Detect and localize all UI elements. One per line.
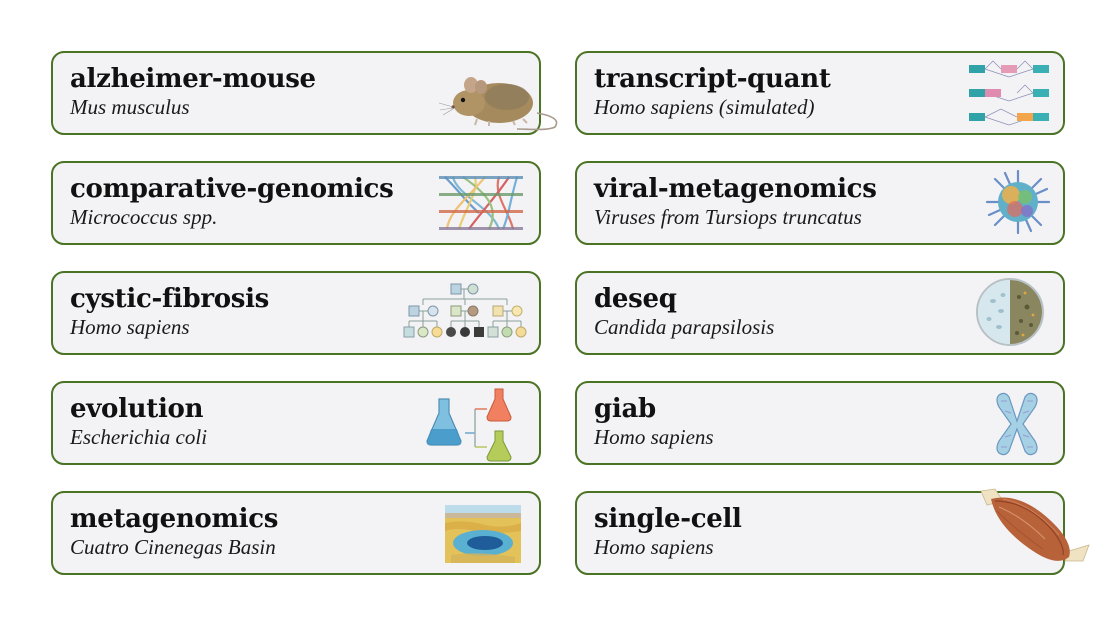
virus-icon bbox=[985, 169, 1051, 235]
dataset-card-cystic-fibrosis[interactable]: cystic-fibrosis Homo sapiens bbox=[51, 271, 541, 355]
card-title: transcript-quant bbox=[594, 64, 831, 94]
dataset-card-comparative-genomics[interactable]: comparative-genomics Micrococcus spp. bbox=[51, 161, 541, 245]
card-text: giab Homo sapiens bbox=[594, 393, 714, 449]
card-title: alzheimer-mouse bbox=[70, 64, 316, 94]
card-subtitle: Homo sapiens (simulated) bbox=[594, 95, 815, 119]
dataset-card-giab[interactable]: giab Homo sapiens bbox=[575, 381, 1065, 465]
card-title: single-cell bbox=[594, 504, 742, 534]
card-subtitle: Homo sapiens bbox=[594, 425, 714, 449]
card-subtitle: Escherichia coli bbox=[70, 425, 208, 449]
card-subtitle: Viruses from Tursiops truncatus bbox=[594, 205, 862, 229]
card-text: alzheimer-mouse Mus musculus bbox=[70, 63, 316, 119]
card-subtitle: Candida parapsilosis bbox=[594, 315, 775, 339]
muscle-tissue-icon bbox=[973, 487, 1091, 573]
dataset-card-single-cell[interactable]: single-cell Homo sapiens bbox=[575, 488, 1090, 575]
card-text: single-cell Homo sapiens bbox=[594, 503, 742, 559]
landscape-pool-icon bbox=[445, 505, 521, 563]
dataset-card-evolution[interactable]: evolution Escherichia coli bbox=[51, 381, 541, 465]
card-text: comparative-genomics Micrococcus spp. bbox=[70, 173, 394, 229]
flask-lineage-icon bbox=[426, 385, 519, 463]
dataset-card-deseq[interactable]: deseq Candida parapsilosis bbox=[575, 271, 1065, 355]
card-text: evolution Escherichia coli bbox=[70, 393, 207, 449]
card-text: transcript-quant Homo sapiens (simulated… bbox=[594, 63, 831, 119]
card-title: comparative-genomics bbox=[70, 174, 394, 204]
card-title: giab bbox=[594, 394, 656, 424]
pedigree-chart-icon bbox=[403, 283, 527, 341]
card-subtitle: Mus musculus bbox=[70, 95, 190, 119]
dataset-card-transcript-quant[interactable]: transcript-quant Homo sapiens (simulated… bbox=[575, 51, 1065, 135]
card-title: metagenomics bbox=[70, 504, 279, 534]
mouse-illustration-icon bbox=[437, 63, 561, 131]
card-text: metagenomics Cuatro Cinenegas Basin bbox=[70, 503, 278, 559]
card-text: deseq Candida parapsilosis bbox=[594, 283, 774, 339]
transcript-isoforms-icon bbox=[969, 59, 1049, 129]
card-title: deseq bbox=[594, 284, 677, 314]
card-title: viral-metagenomics bbox=[594, 174, 877, 204]
card-title: evolution bbox=[70, 394, 204, 424]
card-title: cystic-fibrosis bbox=[70, 284, 270, 314]
dataset-card-grid: alzheimer-mouse Mus musculus transcript-… bbox=[51, 51, 1090, 575]
genome-synteny-icon bbox=[439, 175, 523, 231]
card-text: viral-metagenomics Viruses from Tursiops… bbox=[594, 173, 877, 229]
card-subtitle: Cuatro Cinenegas Basin bbox=[70, 535, 276, 559]
dataset-card-alzheimer-mouse[interactable]: alzheimer-mouse Mus musculus bbox=[51, 51, 558, 135]
dataset-card-metagenomics[interactable]: metagenomics Cuatro Cinenegas Basin bbox=[51, 491, 541, 575]
card-subtitle: Homo sapiens bbox=[70, 315, 190, 339]
dataset-card-viral-metagenomics[interactable]: viral-metagenomics Viruses from Tursiops… bbox=[575, 161, 1065, 245]
card-text: cystic-fibrosis Homo sapiens bbox=[70, 283, 269, 339]
card-subtitle: Homo sapiens bbox=[594, 535, 714, 559]
card-subtitle: Micrococcus spp. bbox=[70, 205, 218, 229]
chromosome-icon bbox=[991, 391, 1041, 457]
petri-dish-icon bbox=[975, 277, 1045, 347]
